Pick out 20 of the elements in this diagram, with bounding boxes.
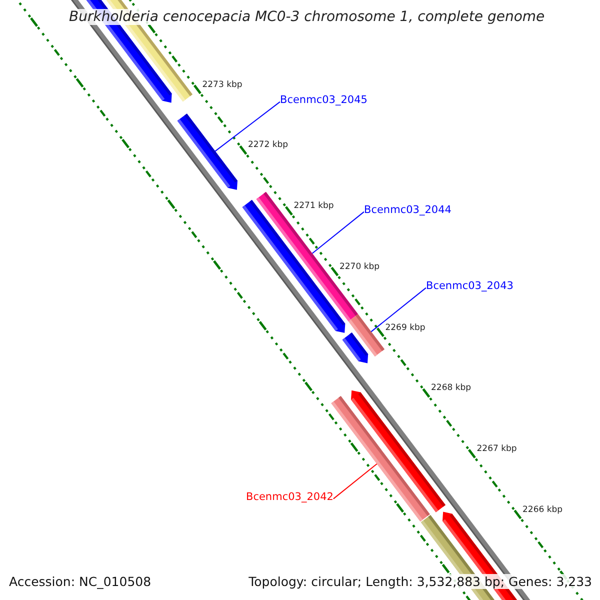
tick-label: 2266 kbp — [522, 504, 563, 515]
summary-text: Topology: circular; Length: 3,532,883 bp; Genes: 3,233 — [248, 574, 592, 589]
title: Burkholderia cenocepacia MC0-3 chromosome 1, complete genome — [67, 9, 547, 25]
gene-bar — [348, 314, 384, 356]
accession-text: Accession: NC_010508 — [9, 574, 152, 589]
tick-label: 2271 kbp — [294, 201, 334, 212]
leader-line — [214, 101, 280, 152]
tick-label: 2267 kbp — [476, 444, 517, 454]
gene-label: Bcenmc03_2045 — [280, 94, 368, 107]
tick-label: 2268 kbp — [431, 383, 472, 394]
tick-label: 2270 kbp — [339, 262, 380, 272]
gene-bar — [331, 396, 430, 522]
gene-label: Bcenmc03_2043 — [426, 280, 514, 293]
leader-line — [332, 463, 378, 500]
gene-label: Bcenmc03_2044 — [364, 204, 452, 217]
gene-label: Bcenmc03_2042 — [246, 491, 334, 504]
leader-line — [312, 211, 364, 254]
tick-label: 2272 kbp — [248, 140, 288, 150]
leader-line — [370, 287, 426, 332]
gene-feature — [177, 114, 238, 190]
